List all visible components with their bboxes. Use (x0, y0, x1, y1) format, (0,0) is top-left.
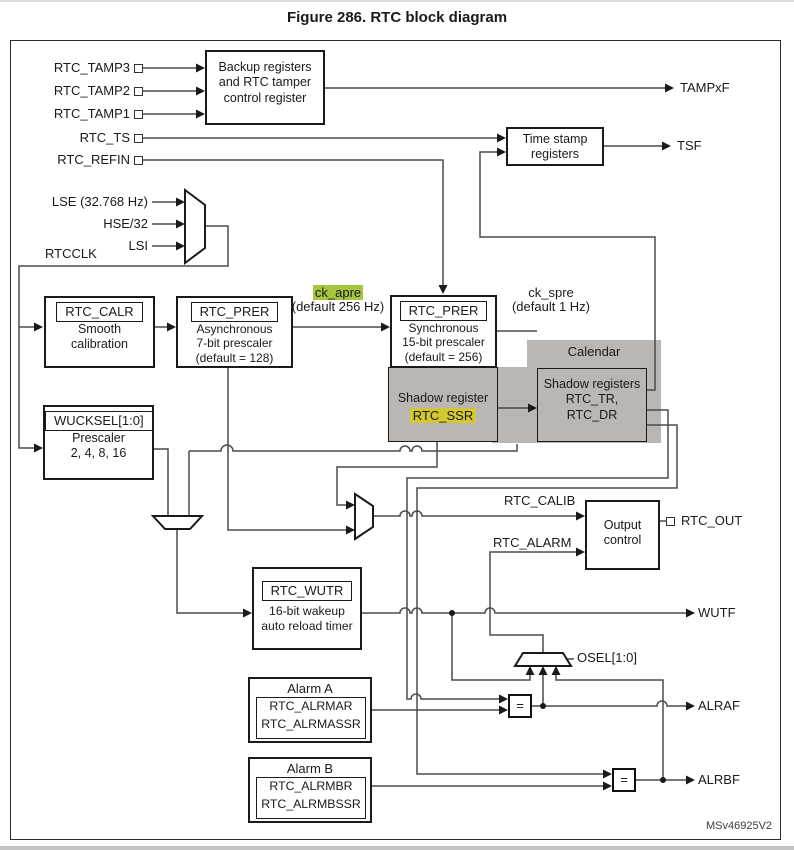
ck-spre-label: ck_spre (default 1 Hz) (511, 285, 591, 315)
input-label-rtc-refin: RTC_REFIN (57, 152, 130, 167)
output-label-wutf: WUTF (698, 605, 736, 620)
alarm-b-comparator: = (612, 768, 636, 792)
figure-border (10, 40, 781, 840)
page-bottom-rule (0, 846, 794, 850)
output-label-tampxf: TAMPxF (680, 80, 730, 95)
ssr-shadow-register-block: Shadow register RTC_SSR (388, 367, 498, 442)
input-label-lse: LSE (32.768 Hz) (51, 194, 148, 209)
output-label-alraf: ALRAF (698, 698, 740, 713)
rtc-wutr-register: RTC_WUTR (261, 581, 353, 601)
prer-async-text: Asynchronous 7-bit prescaler (default = … (195, 321, 274, 366)
calendar-title: Calendar (567, 344, 621, 359)
output-label-alrbf: ALRBF (698, 772, 740, 787)
ssr-label: Shadow register (397, 391, 489, 405)
prer-sync-register: RTC_PRER (399, 301, 488, 321)
input-label-rtc-tamp3: RTC_TAMP3 (53, 60, 130, 75)
figure-title: Figure 286. RTC block diagram (286, 9, 508, 26)
alarm-a-comparator: = (508, 694, 532, 718)
ck-apre-label: ck_apre (default 256 Hz) (291, 285, 385, 315)
wucksel-block: WUCKSEL[1:0] Prescaler 2, 4, 8, 16 (43, 405, 154, 480)
timestamp-registers-block: Time stamp registers (506, 127, 604, 166)
rtc-wutr-block: RTC_WUTR 16-bit wakeup auto reload timer (252, 567, 362, 650)
rtc-ssr-highlight: RTC_SSR (409, 408, 477, 424)
alarm-b-registers: RTC_ALRMBR RTC_ALRMBSSR (256, 777, 366, 819)
alarm-a-title: Alarm A (287, 681, 333, 696)
port-rtc-tamp2 (134, 87, 143, 96)
rtc-calr-block: RTC_CALR Smooth calibration (44, 296, 155, 368)
input-label-lsi: LSI (128, 238, 148, 253)
alarm-a-registers: RTC_ALRMAR RTC_ALRMASSR (256, 697, 366, 739)
page-top-rule (0, 0, 794, 2)
osel-label: OSEL[1:0] (577, 650, 637, 665)
rtc-alarm-label: RTC_ALARM (493, 535, 572, 550)
prer-async-register: RTC_PRER (190, 302, 279, 322)
alarm-b-title: Alarm B (286, 761, 334, 776)
figure-watermark: MSv46925V2 (706, 820, 773, 832)
output-label-rtc-out: RTC_OUT (681, 513, 743, 528)
rtc-calib-label: RTC_CALIB (504, 493, 576, 508)
prer-sync-text: Synchronous 15-bit prescaler (default = … (402, 320, 485, 365)
wucksel-register: WUCKSEL[1:0] (45, 411, 153, 431)
output-control-block: Output control (585, 500, 660, 570)
output-label-tsf: TSF (677, 138, 702, 153)
rtc-calr-register: RTC_CALR (56, 302, 143, 322)
input-label-rtc-tamp2: RTC_TAMP2 (53, 83, 130, 98)
port-rtc-ts (134, 134, 143, 143)
rtc-calr-text: Smooth calibration (71, 321, 128, 352)
port-rtc-tamp1 (134, 110, 143, 119)
input-label-rtc-ts: RTC_TS (79, 130, 130, 145)
backup-registers-block: Backup registers and RTC tamper control … (205, 50, 325, 125)
port-rtc-refin (134, 156, 143, 165)
prer-sync-block: RTC_PRER Synchronous 15-bit prescaler (d… (390, 295, 497, 368)
port-rtc-tamp3 (134, 64, 143, 73)
wucksel-text: Prescaler 2, 4, 8, 16 (70, 430, 127, 461)
input-label-rtc-tamp1: RTC_TAMP1 (53, 106, 130, 121)
input-label-hse: HSE/32 (103, 216, 148, 231)
label-rtcclk: RTCCLK (45, 246, 97, 261)
calendar-shadow-registers-block: Shadow registers RTC_TR, RTC_DR (537, 368, 647, 442)
prer-async-block: RTC_PRER Asynchronous 7-bit prescaler (d… (176, 296, 293, 368)
rtc-wutr-text: 16-bit wakeup auto reload timer (261, 603, 353, 633)
port-rtc-out (666, 517, 675, 526)
